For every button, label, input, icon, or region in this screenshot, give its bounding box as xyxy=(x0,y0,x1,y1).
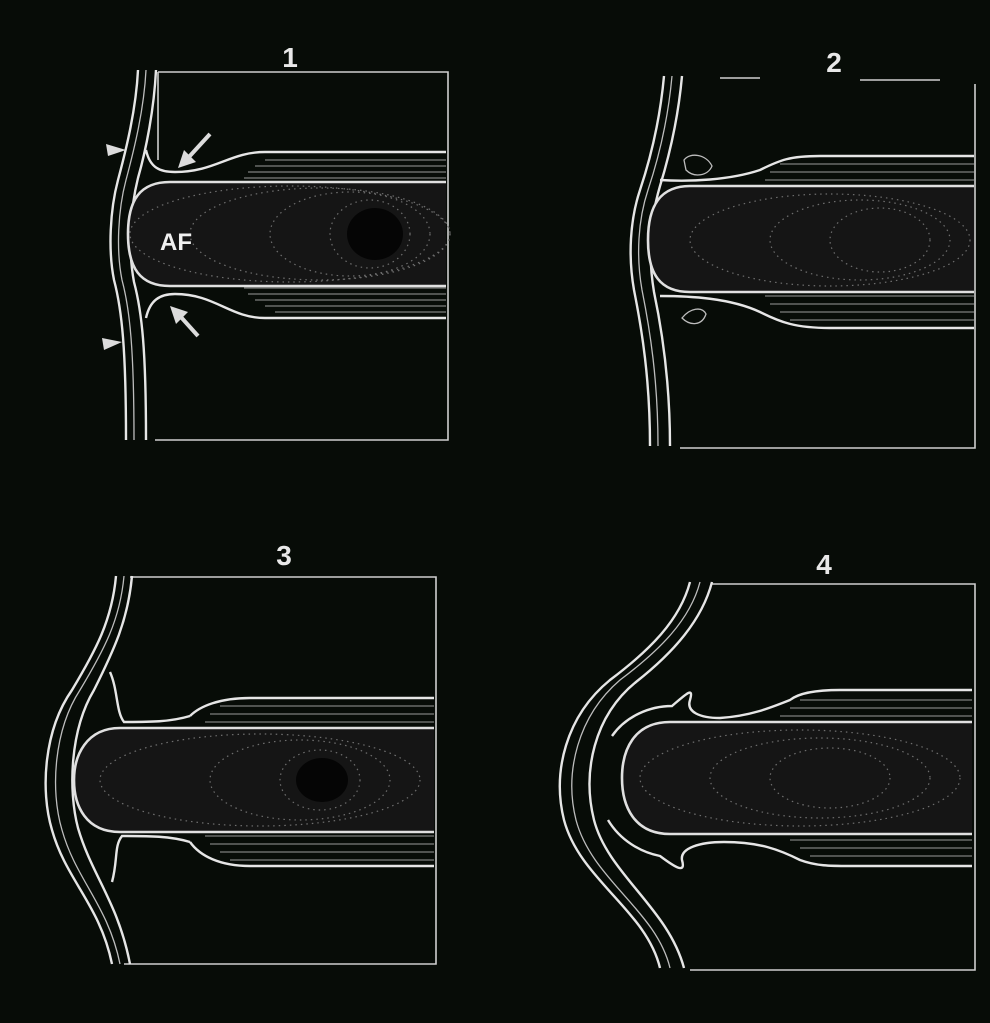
panel-1-branch-top xyxy=(146,150,175,172)
panel-1-af-label: AF xyxy=(160,229,192,256)
panel-1-arrowhead-icon-top xyxy=(106,144,126,156)
panel-1-branch-bottom xyxy=(146,294,175,318)
panel-2-core xyxy=(648,186,974,292)
panel-2-label: 2 xyxy=(826,47,842,78)
panel-4-core xyxy=(622,722,972,834)
panel-4-label: 4 xyxy=(816,549,832,580)
panel-1-arrowhead-icon-bottom xyxy=(102,338,122,350)
panel-1-arrow-icon-top xyxy=(178,134,210,168)
panel-4: 4 xyxy=(560,549,975,970)
panel-3-branch-top xyxy=(110,672,190,722)
panel-1-label: 1 xyxy=(282,42,298,73)
panel-3-branch-bottom xyxy=(112,836,190,882)
panel-2-vesicle-bottom xyxy=(682,309,706,324)
panel-2: 2 xyxy=(631,47,975,448)
panel-3-label: 3 xyxy=(276,540,292,571)
panel-1-arrow-icon-bottom xyxy=(170,306,198,336)
panel-1: 1 AF xyxy=(102,42,450,440)
panel-3: 3 xyxy=(46,540,436,964)
panel-2-vesicle-top xyxy=(684,155,712,175)
panel-3-core xyxy=(74,728,434,832)
